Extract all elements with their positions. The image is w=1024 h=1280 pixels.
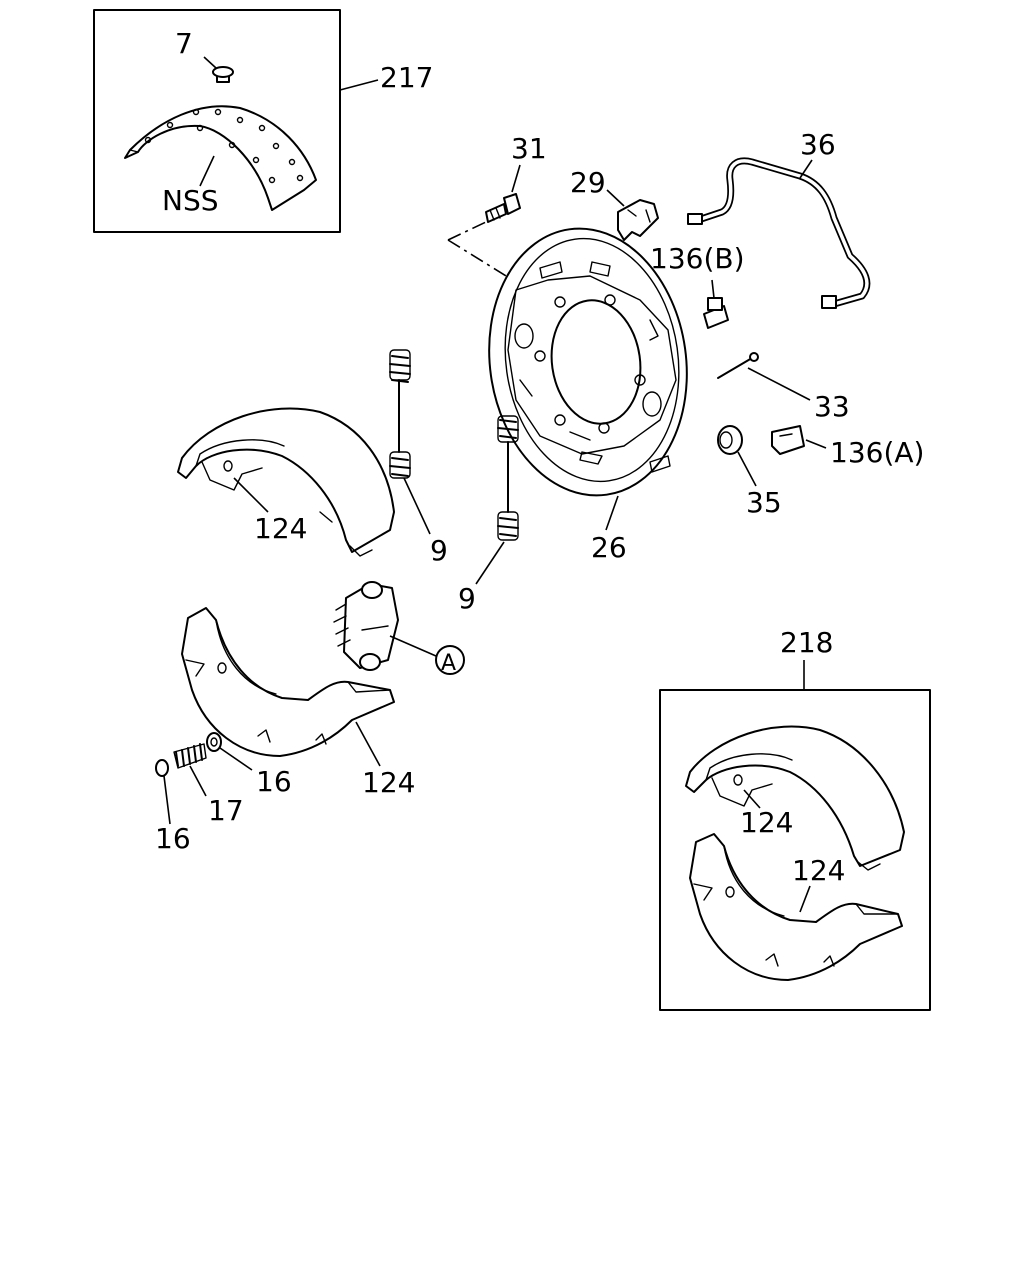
part-label: 124 bbox=[792, 854, 845, 887]
part-label: A bbox=[441, 651, 456, 676]
brake-shoe-part-124-box-upper bbox=[685, 725, 905, 871]
rivet-part-7 bbox=[212, 66, 234, 83]
part-label: 9 bbox=[430, 534, 448, 567]
part-label: 124 bbox=[740, 806, 793, 839]
brake-shoe-part-124-upper bbox=[177, 407, 395, 557]
part-label: 17 bbox=[208, 794, 244, 827]
part-label: 136(A) bbox=[830, 436, 924, 469]
part-label: 35 bbox=[746, 486, 782, 519]
backing-plate-part-26 bbox=[488, 227, 688, 497]
wheel-cylinder-part bbox=[333, 581, 399, 671]
part-label: 7 bbox=[175, 27, 193, 60]
washer-part-16-left bbox=[155, 759, 169, 777]
brake-lining-part bbox=[124, 105, 317, 211]
part-label: 124 bbox=[254, 512, 307, 545]
brake-shoe-part-124-box-lower bbox=[689, 833, 903, 981]
grommet-part-136b bbox=[703, 297, 729, 329]
part-label: 136(B) bbox=[650, 242, 745, 275]
washer-part-16-right bbox=[206, 732, 222, 752]
kit-box-218: 124 124 bbox=[659, 660, 931, 1011]
part-label: 124 bbox=[362, 766, 415, 799]
bracket-part-29 bbox=[617, 199, 659, 241]
brake-shoe-part-124-lower bbox=[181, 607, 395, 757]
part-label: 31 bbox=[511, 132, 547, 165]
bolt-part-31 bbox=[485, 193, 521, 223]
part-label: 26 bbox=[591, 531, 627, 564]
spring-part-17 bbox=[173, 743, 207, 769]
part-label: 218 bbox=[780, 626, 833, 659]
part-label: 16 bbox=[155, 822, 191, 855]
part-label: 16 bbox=[256, 765, 292, 798]
reference-callout-a: A bbox=[435, 645, 465, 676]
part-label: 33 bbox=[814, 390, 850, 423]
part-label: NSS bbox=[162, 184, 219, 217]
pin-part-33 bbox=[717, 352, 759, 379]
part-label: 29 bbox=[570, 166, 606, 199]
part-label: 36 bbox=[800, 128, 836, 161]
part-label: 9 bbox=[458, 582, 476, 615]
clip-part-136a bbox=[771, 425, 805, 455]
plug-part-35 bbox=[717, 425, 743, 455]
return-spring-part-9-lower bbox=[497, 415, 519, 541]
kit-box-217: 7 NSS bbox=[93, 9, 341, 233]
return-spring-part-9-upper bbox=[389, 349, 411, 479]
part-label: 217 bbox=[380, 61, 433, 94]
brake-pipe-part-36 bbox=[687, 157, 871, 309]
